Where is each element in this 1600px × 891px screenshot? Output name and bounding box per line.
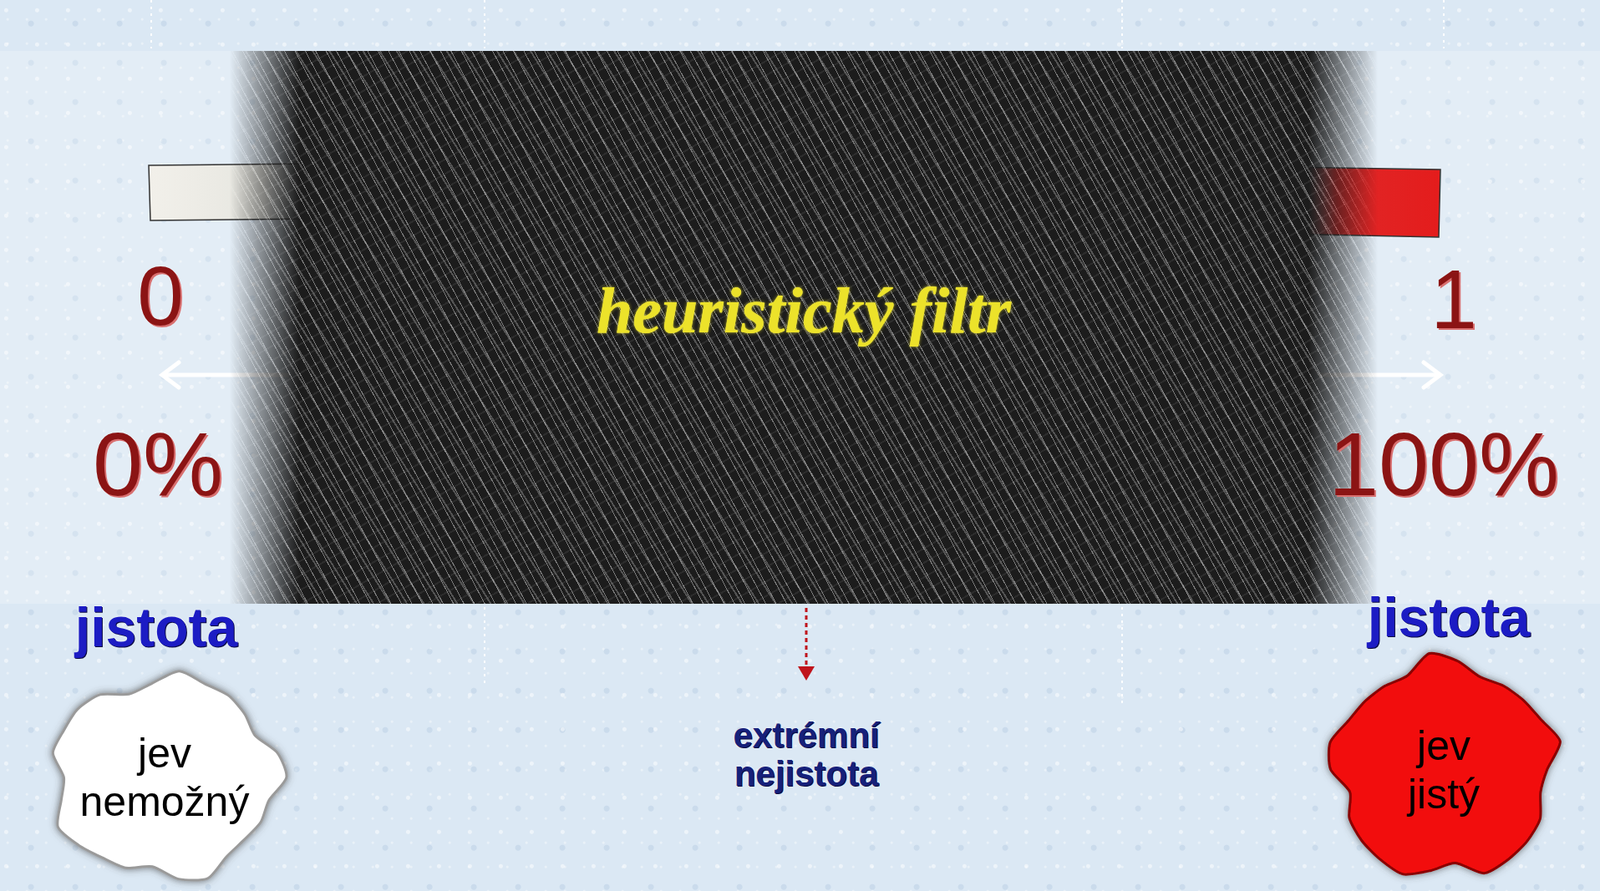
pointer-arrow xyxy=(797,608,815,681)
uncertainty-label: extrémní nejistota xyxy=(693,716,920,794)
percent-value: 100% xyxy=(1328,415,1560,515)
impossible-event-blob: jev nemožný xyxy=(40,668,289,888)
light-strip xyxy=(0,50,1600,605)
filter-title: heuristický filtr xyxy=(511,273,1097,349)
scale-number: 1 xyxy=(1430,253,1478,346)
blob-outline xyxy=(40,668,289,888)
certainty-label: jistota xyxy=(1367,587,1530,649)
filter-band: heuristický filtr xyxy=(229,50,1378,605)
percent-value: 0% xyxy=(92,415,224,515)
scale-number: 0 xyxy=(137,249,184,342)
blob-path xyxy=(1328,653,1560,875)
blob-outline xyxy=(1323,652,1565,888)
event-text: jev nemožný xyxy=(64,729,265,827)
event-text: jev jistý xyxy=(1381,721,1507,819)
guide-lines xyxy=(151,0,1444,704)
blob-path xyxy=(52,671,287,881)
certainty-label: jistota xyxy=(75,597,238,659)
certain-event-blob: jev jistý xyxy=(1323,652,1565,888)
